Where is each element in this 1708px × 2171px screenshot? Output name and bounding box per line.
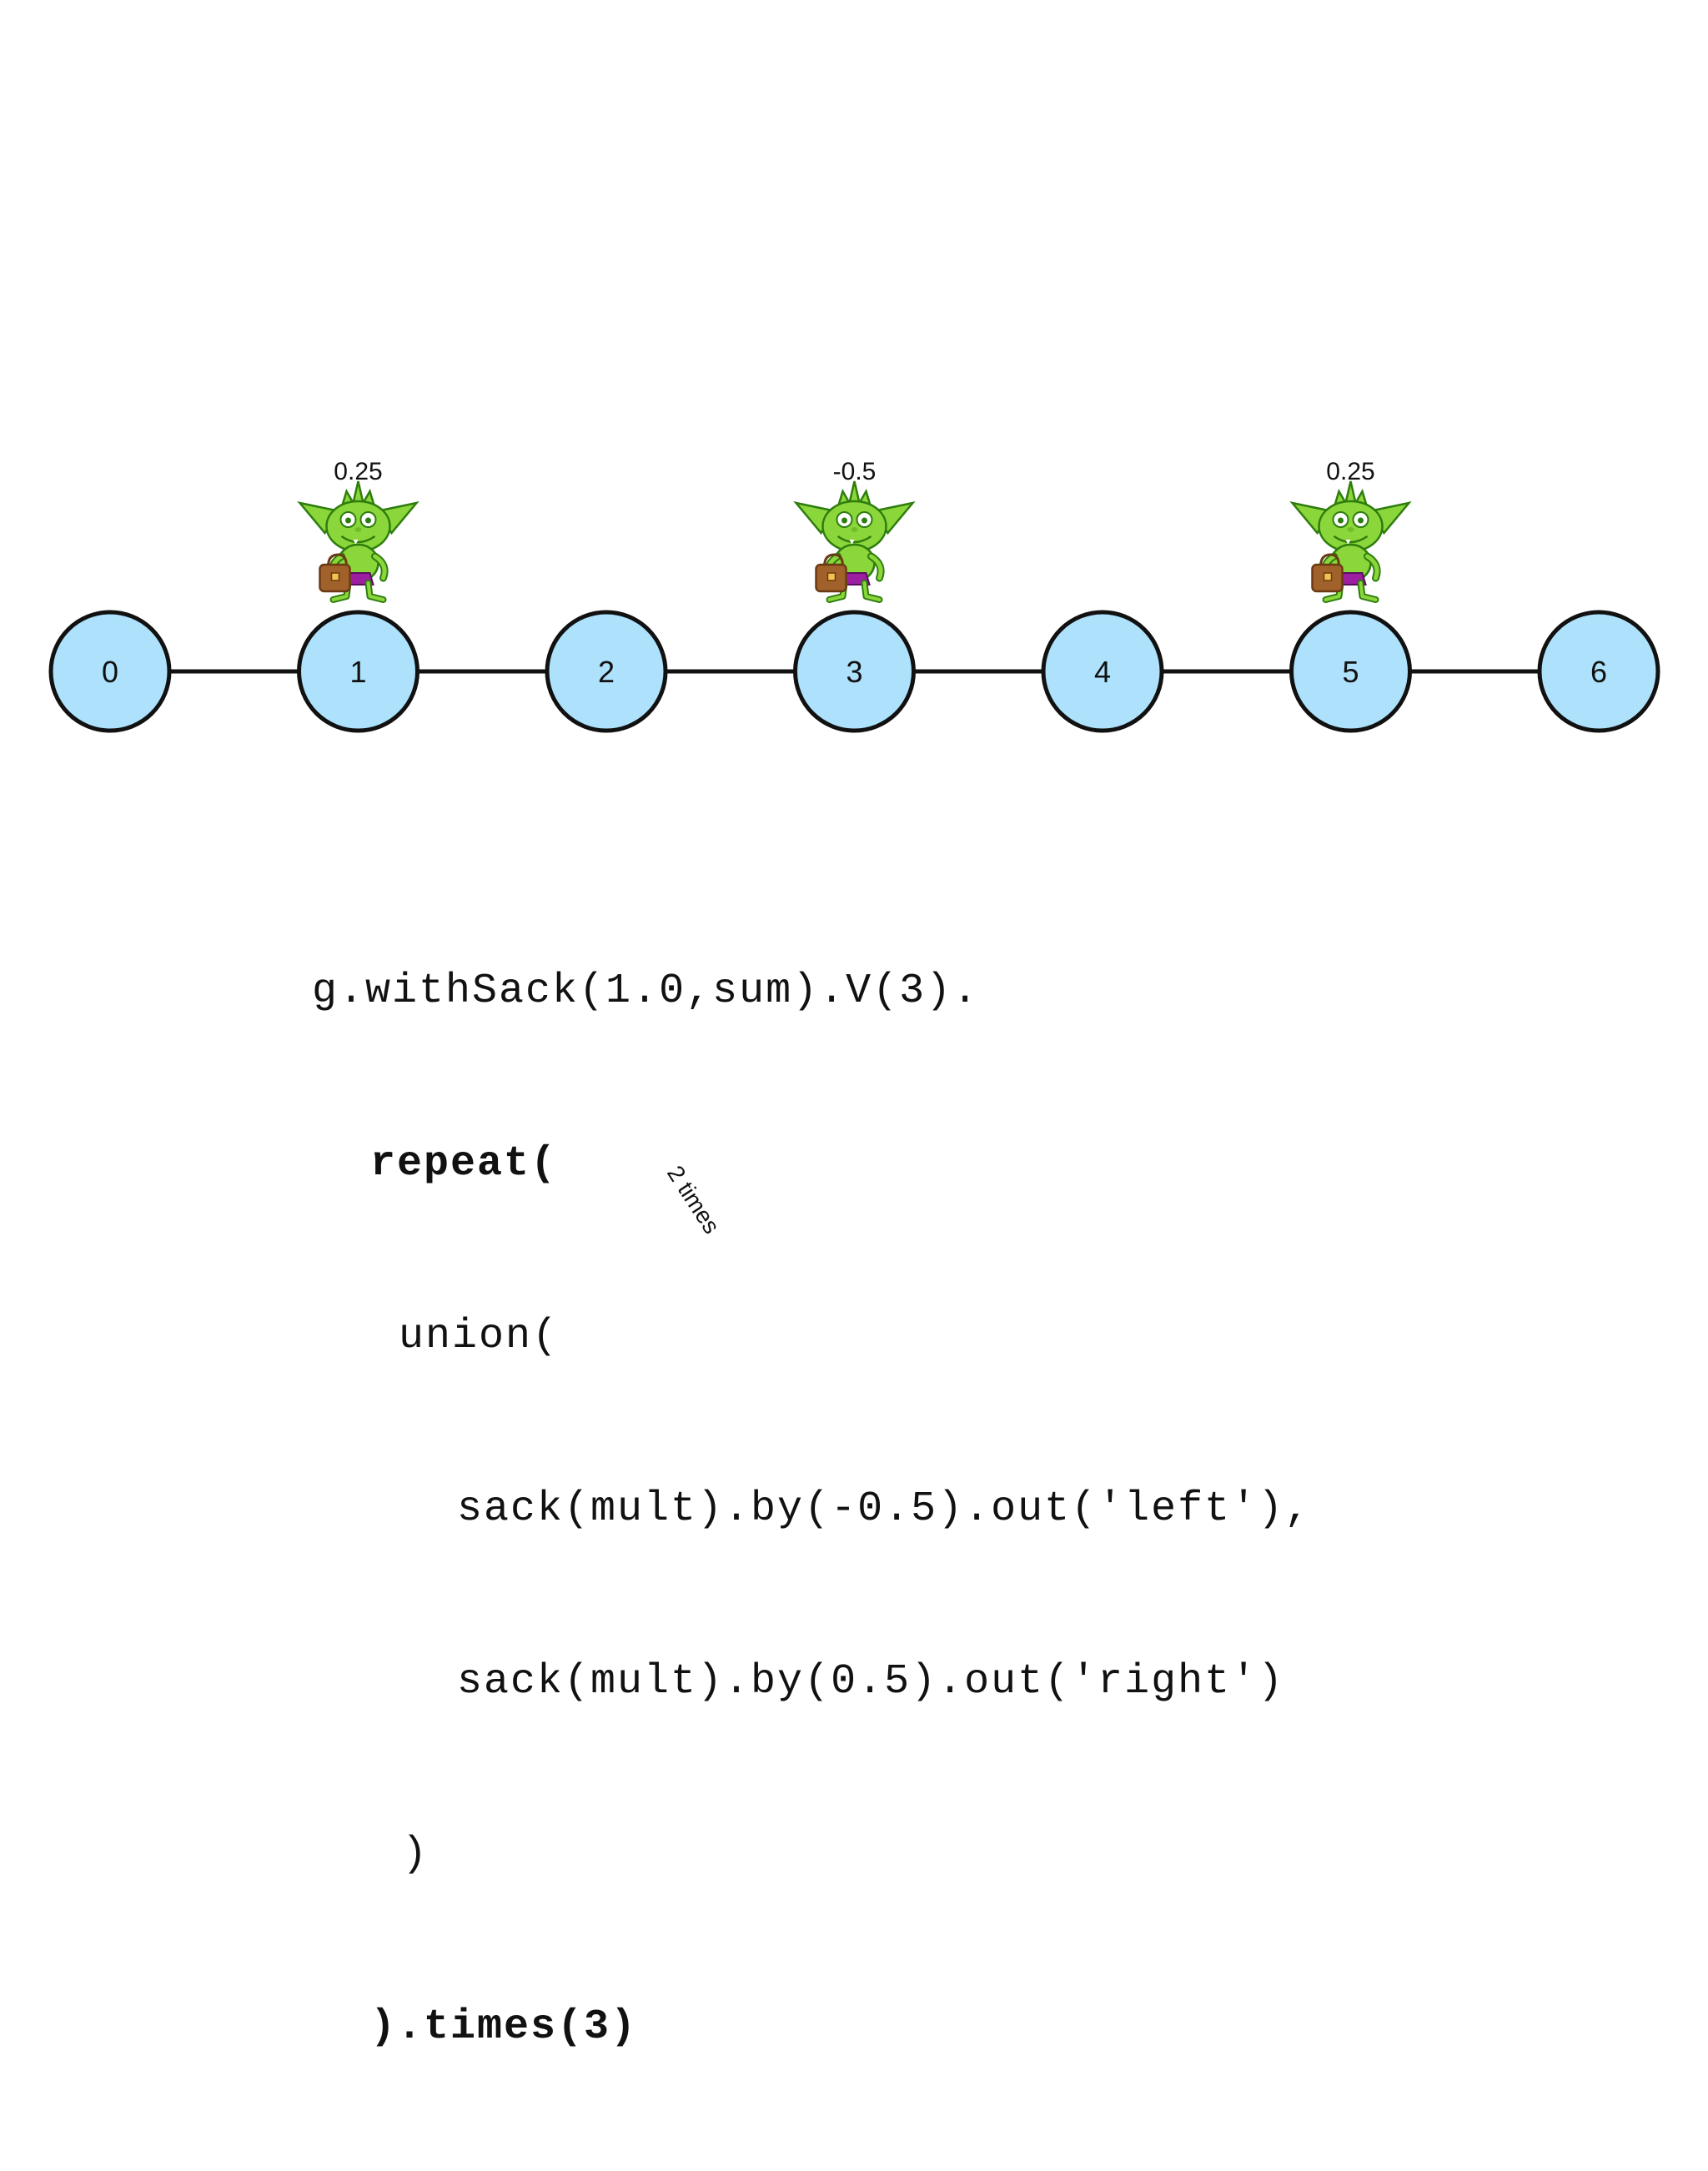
- node-circle: [1289, 610, 1412, 733]
- sack-value-label: 0.25: [334, 458, 382, 485]
- node-3: 3: [793, 610, 916, 733]
- node-circle: [793, 610, 916, 733]
- traverser-1: 0.25: [300, 458, 417, 600]
- node-circle: [1041, 610, 1164, 733]
- code-line-5: sack(mult).by(0.5).out('right'): [457, 1658, 1285, 1706]
- node-4: 4: [1041, 610, 1164, 733]
- node-circle: [1537, 610, 1660, 733]
- node-5: 5: [1289, 610, 1412, 733]
- code-line-4: sack(mult).by(-0.5).out('left'),: [457, 1485, 1312, 1533]
- node-0: 0: [48, 610, 172, 733]
- node-label: 3: [846, 655, 862, 689]
- node-circle: [48, 610, 172, 733]
- goblin-with-sack-icon: [300, 481, 417, 600]
- node-circle: [545, 610, 668, 733]
- diagram-canvas: 0.25 -0.5 0.25 0 1 2 3 4 5 6 g.withSack(1.0,sum)…: [48, 458, 1660, 2051]
- node-6: 6: [1537, 610, 1660, 733]
- code-line-2: repeat(: [370, 1140, 558, 1188]
- code-line-1: g.withSack(1.0,sum).V(3).: [312, 967, 980, 1015]
- goblin-with-sack-icon: [796, 481, 913, 600]
- node-label: 0: [102, 655, 118, 689]
- traverser-5: 0.25: [1293, 458, 1409, 600]
- node-1: 1: [297, 610, 419, 733]
- node-label: 6: [1590, 655, 1607, 689]
- code-line-7: ).times(3): [370, 2003, 638, 2051]
- graph-diagram: 0.25 -0.5 0.25 0 1 2 3 4 5 6: [48, 458, 1660, 733]
- node-label: 1: [349, 655, 366, 689]
- code-line-6: ): [402, 1831, 430, 1878]
- node-2: 2: [545, 610, 668, 733]
- sack-value-label: -0.5: [833, 458, 877, 485]
- goblins-layer: 0.25 -0.5 0.25: [300, 458, 1409, 600]
- node-circle: [297, 610, 419, 733]
- nodes-layer: 0 1 2 3 4 5 6: [48, 610, 1660, 733]
- goblin-with-sack-icon: [1293, 481, 1409, 600]
- code-line-3: union(: [399, 1313, 560, 1360]
- gremlin-code-block: g.withSack(1.0,sum).V(3). repeat( union(…: [312, 847, 1311, 2171]
- node-label: 5: [1342, 655, 1359, 689]
- traverser-3: -0.5: [796, 458, 913, 600]
- node-label: 2: [598, 655, 615, 689]
- node-label: 4: [1094, 655, 1111, 689]
- sack-value-label: 0.25: [1326, 458, 1374, 485]
